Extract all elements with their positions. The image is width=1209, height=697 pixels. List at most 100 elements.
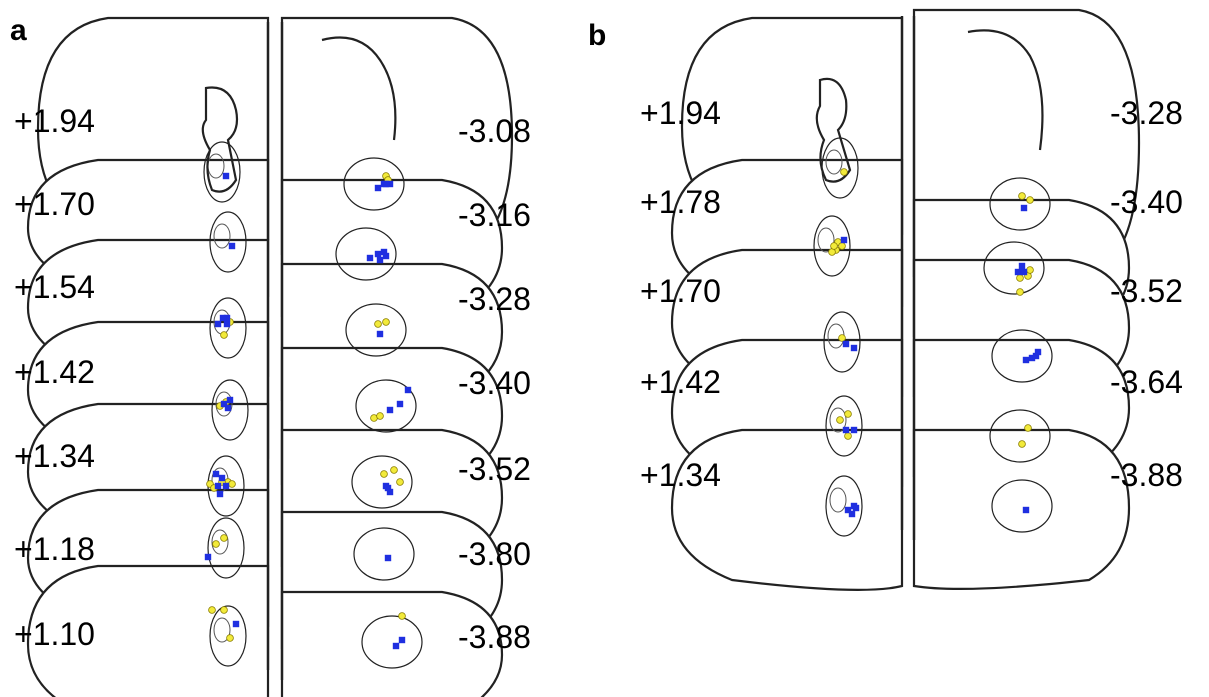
a-hippocampus-arc: [321, 36, 397, 141]
b_right-section-outline: [912, 428, 1131, 591]
b_right-circle-marker: [1016, 274, 1024, 282]
a_left-square-marker: [214, 482, 222, 490]
a_left-square-marker: [212, 470, 220, 478]
b_left-circle-marker: [844, 432, 852, 440]
b_left-circle-marker: [844, 410, 852, 418]
b_right-square-marker: [1014, 268, 1022, 276]
b_right-circle-marker: [1026, 196, 1034, 204]
a_right-square-marker: [382, 252, 390, 260]
a_right-region-outline: [345, 303, 407, 357]
b_right-square-marker: [1022, 356, 1030, 364]
a_left-square-marker: [216, 490, 224, 498]
a_left-square-marker: [224, 404, 232, 412]
a_left-circle-marker: [220, 606, 228, 614]
label-b-right-3: -3.52: [1110, 273, 1183, 309]
a_right-square-marker: [380, 248, 388, 256]
a_right-square-marker: [384, 484, 392, 492]
a_left-square-marker: [223, 320, 231, 328]
a_left-region-outline: [209, 297, 247, 359]
a_right-square-marker: [392, 642, 400, 650]
b_right-square-marker: [1020, 204, 1028, 212]
b_right-square-marker: [1020, 268, 1028, 276]
a_left-region-outline: [211, 379, 249, 441]
label-b-right-2: -3.40: [1110, 184, 1183, 220]
b_right-region-outline: [991, 479, 1053, 533]
b_left-square-marker: [850, 344, 858, 352]
a_left-circle-marker: [208, 606, 216, 614]
label-a-right-1: -3.08: [458, 113, 531, 149]
a_right-region-outline: [351, 455, 413, 509]
a_right-square-marker: [382, 180, 390, 188]
label-a-left-6: +1.18: [14, 531, 95, 567]
midline-b: [900, 16, 916, 540]
a_right-circle-marker: [390, 466, 398, 474]
a_right-section-outline: [280, 590, 504, 697]
a_left-square-marker: [223, 314, 231, 322]
label-b-right-5: -3.88: [1110, 457, 1183, 493]
label-b-right-4: -3.64: [1110, 364, 1183, 400]
a_left-square-marker: [220, 400, 228, 408]
b_left-subregion-outline: [829, 407, 847, 433]
a_right-circle-marker: [374, 320, 382, 328]
b_right-square-marker: [1028, 354, 1036, 362]
a_right-square-marker: [384, 554, 392, 562]
a_right-circle-marker: [376, 412, 384, 420]
a_right-square-marker: [386, 406, 394, 414]
label-a-right-6: -3.80: [458, 536, 531, 572]
b_right-circle-marker: [1018, 192, 1026, 200]
label-b-left-3: +1.70: [640, 273, 721, 309]
a_right-circle-marker: [398, 612, 406, 620]
midline-a: [266, 22, 284, 680]
panel-letter-b: b: [588, 19, 606, 52]
b_left-region-outline: [825, 475, 863, 537]
b_left-circle-marker: [838, 334, 846, 342]
panel-letter-a: a: [10, 14, 27, 47]
a_right-region-outline: [335, 227, 397, 281]
b_right-circle-marker: [1024, 424, 1032, 432]
b_right-square-marker: [1022, 506, 1030, 514]
a_right-region-outline: [343, 157, 405, 211]
b_left-square-marker: [840, 236, 848, 244]
a_right-square-marker: [366, 254, 374, 262]
label-a-left-5: +1.34: [14, 438, 95, 474]
b_left-square-marker: [842, 340, 850, 348]
b_left-region-outline: [823, 311, 861, 373]
b_right-square-marker: [1018, 262, 1026, 270]
b_right-square-marker: [1032, 352, 1040, 360]
a_right-region-outline: [361, 615, 423, 669]
b_left-circle-marker: [830, 242, 838, 250]
label-b-left-1: +1.94: [640, 95, 721, 131]
label-a-right-5: -3.52: [458, 451, 531, 487]
placement-markers: [204, 168, 1042, 650]
b_left-square-marker: [852, 504, 860, 512]
a_left-circle-marker: [226, 634, 234, 642]
a_right-square-marker: [376, 256, 384, 264]
b_left-circle-marker: [836, 416, 844, 424]
a_right-square-marker: [374, 184, 382, 192]
a_left-circle-marker: [228, 480, 236, 488]
a_right-square-marker: [374, 250, 382, 258]
a_left-circle-marker: [220, 534, 228, 542]
a-ventricle-outline: [201, 86, 239, 193]
a_right-region-outline: [353, 527, 415, 581]
a_right-circle-marker: [382, 318, 390, 326]
a_left-square-marker: [232, 620, 240, 628]
a_left-region-outline: [203, 141, 241, 203]
label-b-right-1: -3.28: [1110, 95, 1183, 131]
a_left-square-marker: [226, 396, 234, 404]
a_right-square-marker: [396, 400, 404, 408]
b-ventricle-outline: [815, 77, 852, 183]
b_left-circle-marker: [840, 168, 848, 176]
b_left-subregion-outline: [829, 487, 847, 513]
a_right-square-marker: [398, 636, 406, 644]
brain-sections: [26, 8, 1141, 697]
a_left-square-marker: [214, 320, 222, 328]
a_left-circle-marker: [212, 540, 220, 548]
a_right-square-marker: [376, 330, 384, 338]
b-hippocampus-arc: [967, 29, 1044, 151]
a_right-circle-marker: [396, 478, 404, 486]
a_left-square-marker: [222, 482, 230, 490]
b_right-region-outline: [983, 241, 1045, 295]
